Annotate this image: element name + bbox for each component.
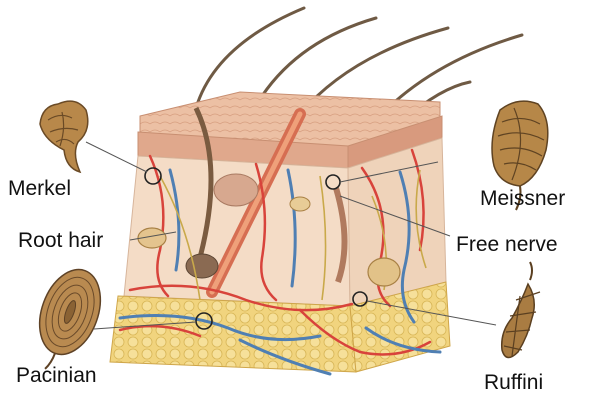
label-root-hair: Root hair xyxy=(18,230,103,251)
label-ruffini: Ruffini xyxy=(484,372,543,393)
label-free-nerve: Free nerve xyxy=(456,234,558,255)
pacinian-corpuscle-icon xyxy=(22,261,111,380)
subcutaneous-fat xyxy=(110,296,356,372)
label-pacinian: Pacinian xyxy=(16,365,97,386)
label-merkel: Merkel xyxy=(8,178,71,199)
merkel-receptor-icon xyxy=(40,101,88,172)
ruffini-ending-icon xyxy=(502,262,540,358)
label-meissner: Meissner xyxy=(480,188,565,209)
